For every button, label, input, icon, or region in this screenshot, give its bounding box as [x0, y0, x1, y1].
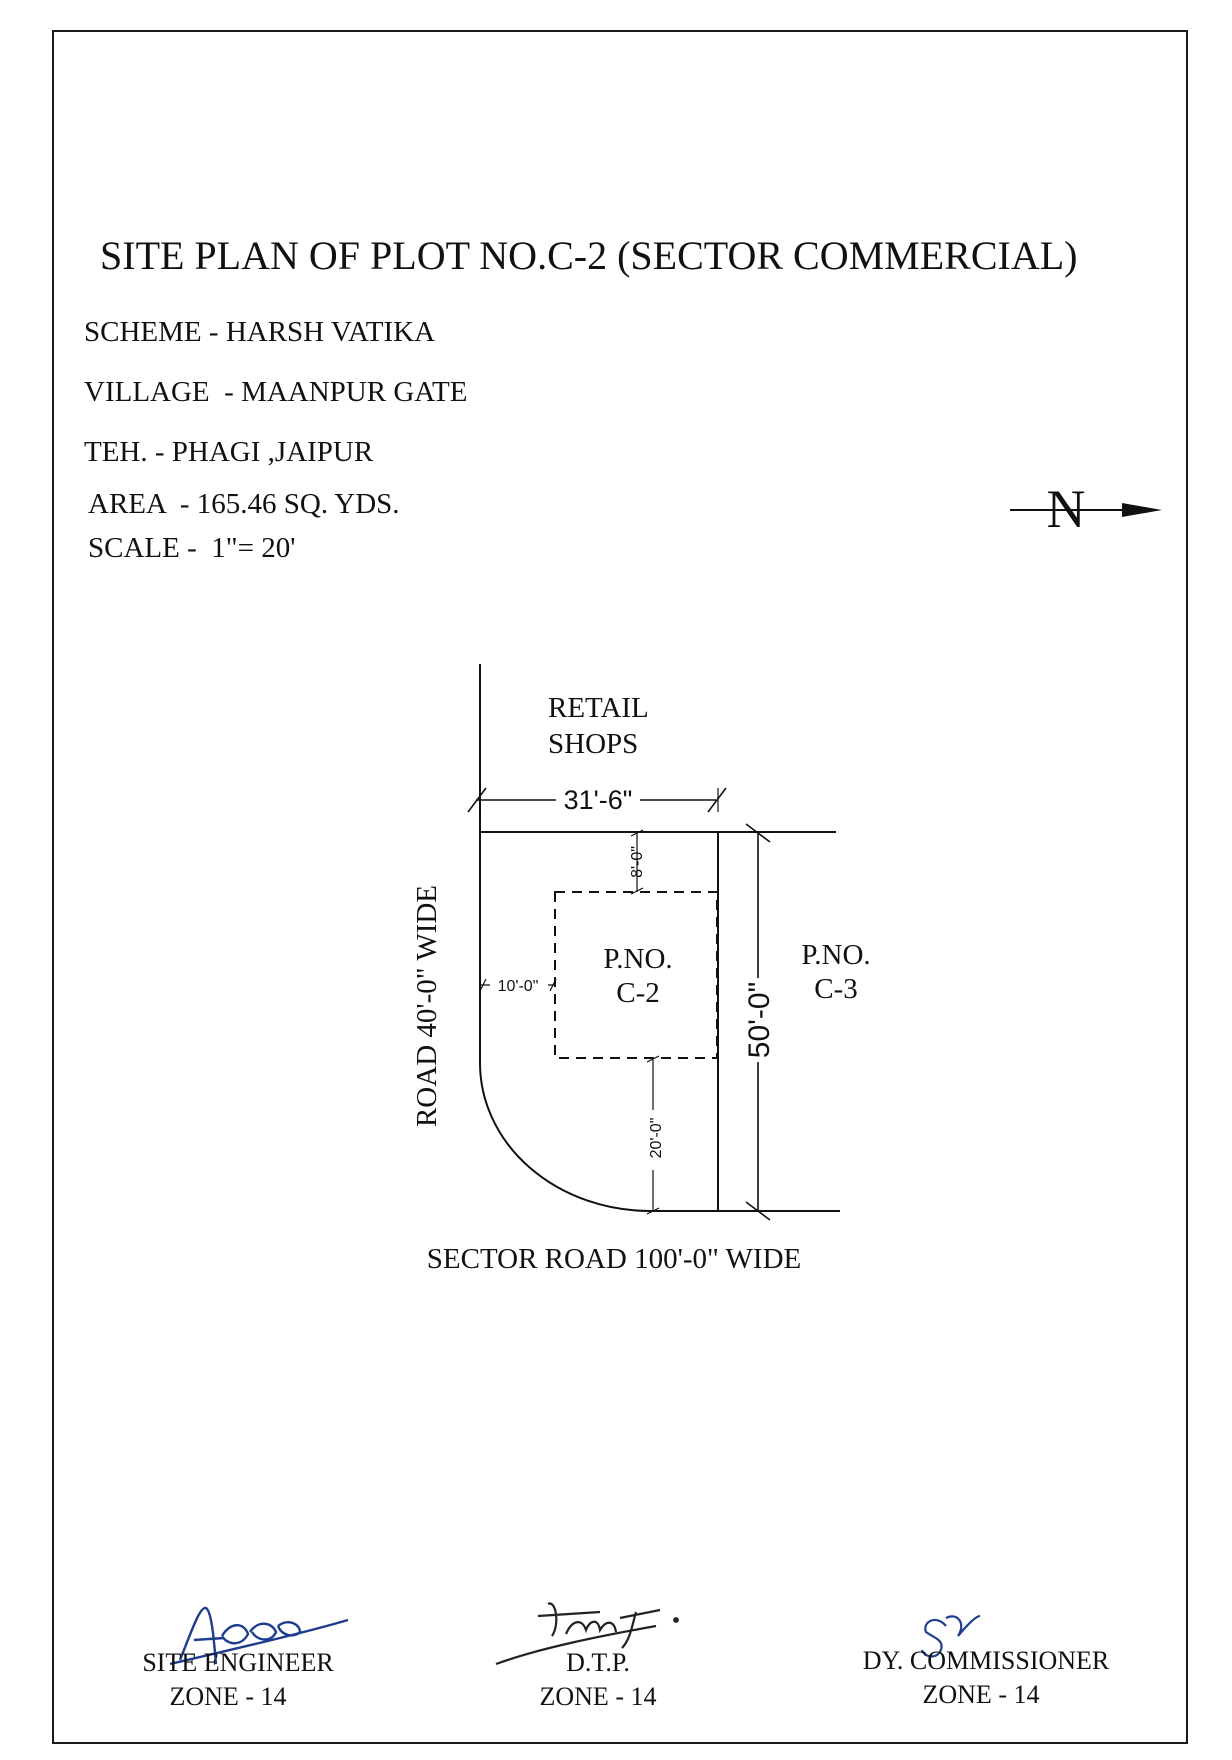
signatory-dtp: D.T.P. ZONE - 14: [508, 1646, 688, 1714]
area-label: AREA: [88, 488, 166, 520]
signatory-dy-commissioner: DY. COMMISSIONER ZONE - 14: [836, 1644, 1136, 1712]
scale-label: SCALE: [88, 532, 180, 564]
signature-stroke: [537, 1602, 601, 1637]
signature-stroke: [945, 1614, 981, 1637]
scheme-label: SCHEME: [84, 316, 202, 348]
plot-c3-label-line2: C-3: [814, 973, 858, 1005]
signatory-zone: ZONE - 14: [922, 1680, 1040, 1709]
width-dim-tick-right: [707, 787, 727, 813]
sector-road-label: SECTOR ROAD 100'-0" WIDE: [427, 1243, 801, 1275]
signatory-role: SITE ENGINEER: [142, 1648, 334, 1677]
scheme-separator: -: [201, 316, 226, 348]
page-title: SITE PLAN OF PLOT NO.C-2 (SECTOR COMMERC…: [100, 233, 1078, 278]
area-separator: -: [165, 488, 197, 520]
scale-value: 1"= 20': [211, 532, 296, 564]
road-edge-line: [479, 664, 840, 1212]
signature-stroke: [673, 1617, 679, 1623]
signature-stroke: [220, 1621, 302, 1645]
plot-c2-label-line2: C-2: [616, 977, 660, 1009]
side-setback-label: 10'-0": [498, 978, 539, 995]
signatory-zone: ZONE - 14: [539, 1682, 657, 1711]
signature-stroke: [178, 1606, 218, 1665]
scale-row: SCALE - 1"= 20': [88, 532, 295, 565]
dtp-signature: [495, 1602, 679, 1666]
depth-dim-tick-top: [745, 823, 771, 843]
scale-separator: -: [179, 532, 212, 564]
village-label: VILLAGE: [84, 376, 210, 408]
north-letter: N: [1047, 479, 1086, 539]
width-dim-label: 31'-6": [564, 785, 633, 815]
signature-stroke: [193, 1636, 225, 1642]
depth-dim-label: 50'-0": [743, 982, 776, 1058]
drawing-sheet-border: [52, 30, 1188, 1744]
signatory-zone: ZONE - 14: [169, 1682, 287, 1711]
teh-label: TEH.: [84, 436, 148, 468]
site-engineer-signature: [169, 1606, 349, 1666]
front-setback-dimension: 8'-0": [629, 829, 646, 895]
signatory-role: D.T.P.: [566, 1648, 630, 1677]
dy-commissioner-signature: [920, 1614, 981, 1658]
north-arrow: N: [1010, 479, 1162, 539]
plot-c3-label-line1: P.NO.: [801, 939, 870, 971]
village-value: MAANPUR GATE: [241, 376, 468, 408]
teh-row: TEH. - PHAGI ,JAIPUR: [84, 436, 373, 469]
signature-stroke: [495, 1624, 657, 1666]
area-value: 165.46 SQ. YDS.: [196, 488, 400, 520]
rear-setback-dimension: 20'-0": [646, 1055, 666, 1215]
width-dimension: 31'-6": [467, 784, 727, 815]
north-arrow-head: [1122, 503, 1162, 517]
west-road-label: ROAD 40'-0" WIDE: [411, 885, 443, 1127]
signatory-role: DY. COMMISSIONER: [862, 1646, 1110, 1675]
teh-value: PHAGI ,JAIPUR: [171, 436, 374, 468]
retail-shops-label-line1: RETAIL: [548, 692, 649, 724]
signature-stroke: [169, 1618, 349, 1666]
plot-c2-label-line1: P.NO.: [603, 943, 672, 975]
area-row: AREA - 165.46 SQ. YDS.: [88, 488, 400, 521]
teh-separator: -: [147, 436, 172, 468]
signatory-site-engineer: SITE ENGINEER ZONE - 14: [118, 1646, 358, 1714]
retail-shops-label-line2: SHOPS: [548, 728, 638, 760]
front-setback-label: 8'-0": [629, 846, 646, 878]
depth-dim-tick-bottom: [745, 1201, 771, 1221]
signature-stroke: [920, 1618, 947, 1658]
signature-stroke: [564, 1608, 661, 1649]
side-setback-dimension: 10'-0": [479, 975, 557, 995]
village-row: VILLAGE - MAANPUR GATE: [84, 376, 467, 409]
building-line: [554, 891, 718, 1059]
scheme-row: SCHEME - HARSH VATIKA: [84, 316, 435, 349]
rear-setback-label: 20'-0": [648, 1118, 665, 1159]
depth-dimension: 50'-0": [742, 823, 776, 1221]
village-separator: -: [209, 376, 242, 408]
scheme-value: HARSH VATIKA: [225, 316, 436, 348]
width-dim-tick-left: [467, 787, 487, 813]
